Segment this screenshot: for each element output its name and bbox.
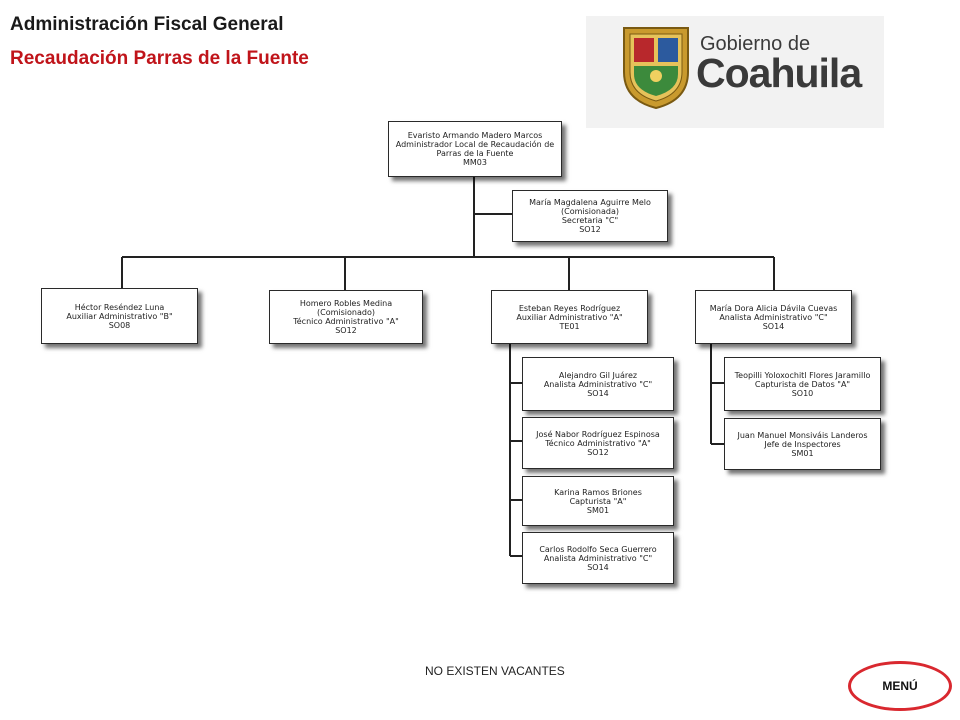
node-name: Homero Robles Medina <box>299 299 393 308</box>
node-role: Analista Administrativo "C" <box>543 553 653 563</box>
org-node-administrador: Evaristo Armando Madero Marcos Administr… <box>388 121 562 177</box>
node-name: Héctor Reséndez Luna <box>74 302 165 312</box>
vacancies-note: NO EXISTEN VACANTES <box>425 664 565 678</box>
node-code: SO14 <box>587 388 609 398</box>
org-node-sub-4-2: Juan Manuel Monsiváis Landeros Jefe de I… <box>724 418 881 470</box>
logo-text-line1: Gobierno de <box>700 33 811 55</box>
node-name: Teopilli Yoloxochitl Flores Jaramillo <box>734 370 871 380</box>
node-code: SO12 <box>335 326 357 335</box>
page-subtitle: Recaudación Parras de la Fuente <box>10 48 309 69</box>
node-code: SM01 <box>791 448 814 458</box>
node-name: Carlos Rodolfo Seca Guerrero <box>539 544 657 554</box>
org-node-branch-3: Esteban Reyes Rodríguez Auxiliar Adminis… <box>491 290 648 344</box>
node-name: José Nabor Rodríguez Espinosa <box>536 429 660 439</box>
node-code: SM01 <box>586 505 610 515</box>
node-code: SO12 <box>587 447 609 457</box>
org-node-sub-3-2: José Nabor Rodríguez Espinosa Técnico Ad… <box>522 417 674 469</box>
node-code: TE01 <box>559 321 580 331</box>
node-role: Administrador Local de Recaudación de Pa… <box>395 140 555 158</box>
node-role: Capturista "A" <box>569 496 627 506</box>
node-name: Alejandro Gil Juárez <box>558 370 638 380</box>
coahuila-logo: Gobierno de Coahuila <box>586 16 884 128</box>
node-note: (Comisionado) <box>317 308 375 317</box>
node-code: SO14 <box>587 562 609 572</box>
org-node-branch-2: Homero Robles Medina (Comisionado) Técni… <box>269 290 423 344</box>
node-note: (Comisionada) <box>561 207 619 216</box>
node-code: SO08 <box>108 320 131 330</box>
node-role: Técnico Administrativo "A" <box>293 317 399 326</box>
org-node-branch-4: María Dora Alicia Dávila Cuevas Analista… <box>695 290 852 344</box>
node-code: SO14 <box>762 321 785 331</box>
menu-button[interactable]: MENÚ <box>848 661 952 711</box>
node-name: María Magdalena Aguirre Melo <box>529 198 651 207</box>
node-role: Analista Administrativo "C" <box>543 379 653 389</box>
node-role: Capturista de Datos "A" <box>754 379 851 389</box>
org-node-sub-3-3: Karina Ramos Briones Capturista "A" SM01 <box>522 476 674 526</box>
coat-of-arms-icon <box>623 27 689 110</box>
node-role: Auxiliar Administrativo "A" <box>516 312 623 322</box>
org-node-secretaria: María Magdalena Aguirre Melo (Comisionad… <box>512 190 668 242</box>
node-code: MM03 <box>463 158 487 167</box>
org-node-sub-3-1: Alejandro Gil Juárez Analista Administra… <box>522 357 674 411</box>
node-role: Jefe de Inspectores <box>764 439 841 449</box>
node-code: SO10 <box>791 388 814 398</box>
org-node-sub-3-4: Carlos Rodolfo Seca Guerrero Analista Ad… <box>522 532 674 584</box>
node-name: Evaristo Armando Madero Marcos <box>407 131 543 140</box>
page-title: Administración Fiscal General <box>10 14 284 35</box>
node-role: Analista Administrativo "C" <box>719 312 828 322</box>
node-name: María Dora Alicia Dávila Cuevas <box>709 303 838 313</box>
org-node-sub-4-1: Teopilli Yoloxochitl Flores Jaramillo Ca… <box>724 357 881 411</box>
node-role: Auxiliar Administrativo "B" <box>66 311 173 321</box>
node-name: Juan Manuel Monsiváis Landeros <box>737 430 868 440</box>
node-role: Técnico Administrativo "A" <box>545 438 651 448</box>
node-name: Esteban Reyes Rodríguez <box>518 303 621 313</box>
node-role: Secretaria "C" <box>561 216 619 225</box>
node-name: Karina Ramos Briones <box>554 487 642 497</box>
org-node-branch-1: Héctor Reséndez Luna Auxiliar Administra… <box>41 288 198 344</box>
logo-text-line2: Coahuila <box>696 50 862 96</box>
node-code: SO12 <box>579 225 601 234</box>
